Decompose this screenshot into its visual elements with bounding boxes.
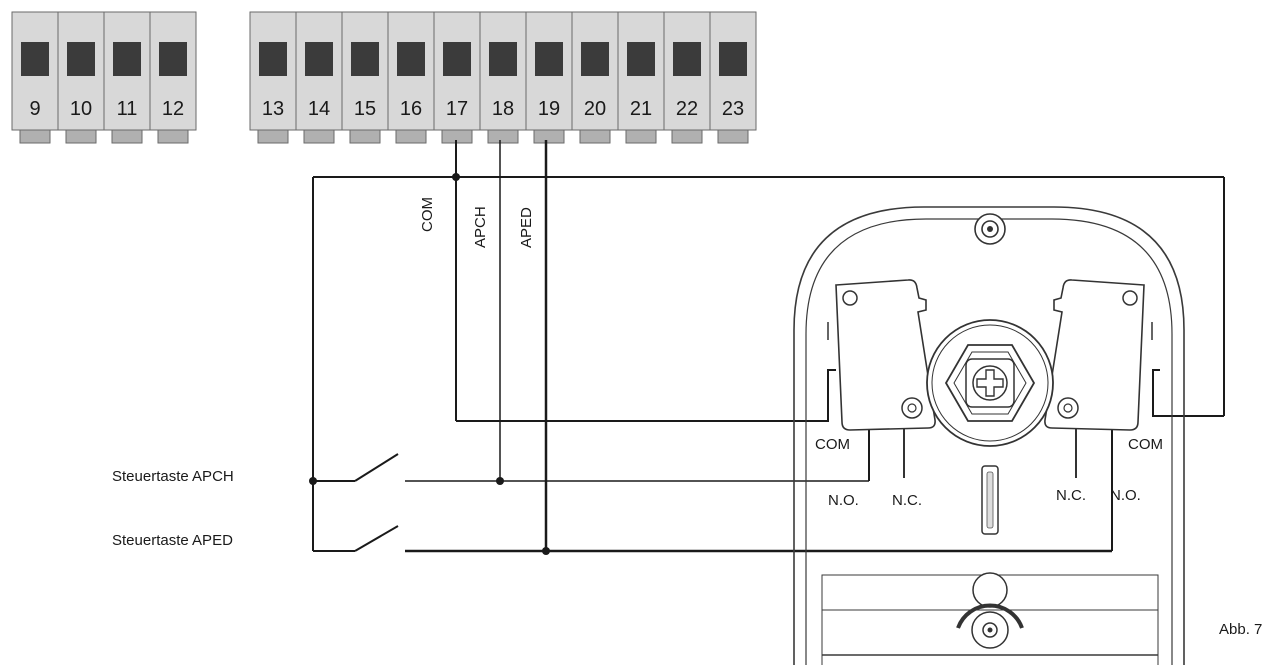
wire-label-aped: APED	[518, 207, 535, 248]
terminal-11: 11	[103, 11, 151, 144]
terminal-number: 21	[630, 98, 652, 120]
housing-outer	[793, 206, 1185, 665]
terminal-number: 23	[722, 98, 744, 120]
right-nc-label: N.C.	[1056, 487, 1086, 504]
terminal-number: 16	[400, 98, 422, 120]
terminal-block-left: 9 10 11 12	[11, 11, 197, 144]
terminal-foot	[717, 129, 749, 144]
wire-label-apch: APCH	[472, 206, 489, 248]
terminal-window	[397, 42, 425, 76]
terminal-window	[627, 42, 655, 76]
terminal-16: 16	[387, 11, 435, 144]
terminal-window	[719, 42, 747, 76]
terminal-number: 12	[162, 98, 184, 120]
terminal-19: 19	[525, 11, 573, 144]
terminal-window	[259, 42, 287, 76]
terminal-foot	[487, 129, 519, 144]
junction-dot	[309, 477, 317, 485]
terminal-foot	[349, 129, 381, 144]
terminal-number: 22	[676, 98, 698, 120]
left-no-label: N.O.	[828, 492, 859, 509]
terminal-number: 15	[354, 98, 376, 120]
terminal-number: 14	[308, 98, 330, 120]
terminal-foot	[303, 129, 335, 144]
microswitch-left-rivet-inner	[907, 403, 917, 413]
roller-upper	[972, 572, 1008, 608]
terminal-17: 17	[433, 11, 481, 144]
figure-label: Abb. 7	[1219, 621, 1262, 638]
left-nc-label: N.C.	[892, 492, 922, 509]
wire-apch-switch	[354, 453, 399, 482]
terminal-window	[67, 42, 95, 76]
roller-arc	[956, 603, 1024, 629]
limit-switch-housing	[793, 206, 1185, 665]
left-com-label: COM	[815, 436, 850, 453]
terminal-18: 18	[479, 11, 527, 144]
roller-lower-dot	[987, 627, 993, 633]
terminal-number: 17	[446, 98, 468, 120]
terminal-foot	[157, 129, 189, 144]
terminal-window	[443, 42, 471, 76]
button-label-aped: Steuertaste APED	[112, 532, 233, 549]
terminal-window	[673, 42, 701, 76]
microswitch-right-hole	[1122, 290, 1138, 306]
microswitch-right-rivet-inner	[1063, 403, 1073, 413]
right-com-label: COM	[1128, 436, 1163, 453]
terminal-block-right: 13 14 15 16 17 18 19 20 21 22 23	[249, 11, 757, 144]
terminal-foot	[671, 129, 703, 144]
terminal-window	[535, 42, 563, 76]
junction-dot	[496, 477, 504, 485]
terminal-foot	[395, 129, 427, 144]
terminal-window	[305, 42, 333, 76]
microswitch-left-hole	[842, 290, 858, 306]
terminal-21: 21	[617, 11, 665, 144]
terminal-20: 20	[571, 11, 619, 144]
terminal-number: 13	[262, 98, 284, 120]
junction-dot	[452, 173, 460, 181]
terminal-window	[113, 42, 141, 76]
hex-nut-inner	[953, 351, 1027, 415]
wire-aped-switch	[354, 525, 399, 552]
terminal-window	[159, 42, 187, 76]
wire-right-com	[1152, 369, 1224, 417]
terminal-window	[489, 42, 517, 76]
terminal-foot	[19, 129, 51, 144]
microswitch-right	[1044, 279, 1145, 431]
terminal-9: 9	[11, 11, 59, 144]
terminal-number: 19	[538, 98, 560, 120]
phillips-cross-icon	[976, 369, 1004, 397]
slot-inner	[986, 471, 994, 529]
right-no-label: N.O.	[1110, 487, 1141, 504]
terminal-window	[351, 42, 379, 76]
terminal-foot	[625, 129, 657, 144]
button-label-apch: Steuertaste APCH	[112, 468, 234, 485]
terminal-13: 13	[249, 11, 297, 144]
microswitch-left	[835, 279, 936, 431]
terminal-number: 18	[492, 98, 514, 120]
terminal-23: 23	[709, 11, 757, 144]
terminal-15: 15	[341, 11, 389, 144]
terminal-22: 22	[663, 11, 711, 144]
junction-dot	[542, 547, 550, 555]
terminal-foot	[579, 129, 611, 144]
top-screw-inner	[987, 226, 993, 232]
terminal-12: 12	[149, 11, 197, 144]
wire-left-com	[456, 369, 836, 422]
terminal-number: 9	[29, 98, 40, 120]
terminal-window	[581, 42, 609, 76]
terminal-14: 14	[295, 11, 343, 144]
terminal-number: 10	[70, 98, 92, 120]
terminal-foot	[533, 129, 565, 144]
wire-label-com: COM	[419, 197, 436, 232]
terminal-foot	[257, 129, 289, 144]
terminal-window	[21, 42, 49, 76]
terminal-10: 10	[57, 11, 105, 144]
terminal-number: 11	[117, 98, 138, 120]
terminal-number: 20	[584, 98, 606, 120]
terminal-foot	[65, 129, 97, 144]
terminal-body	[387, 11, 435, 131]
terminal-foot	[111, 129, 143, 144]
wiring	[309, 140, 1225, 555]
